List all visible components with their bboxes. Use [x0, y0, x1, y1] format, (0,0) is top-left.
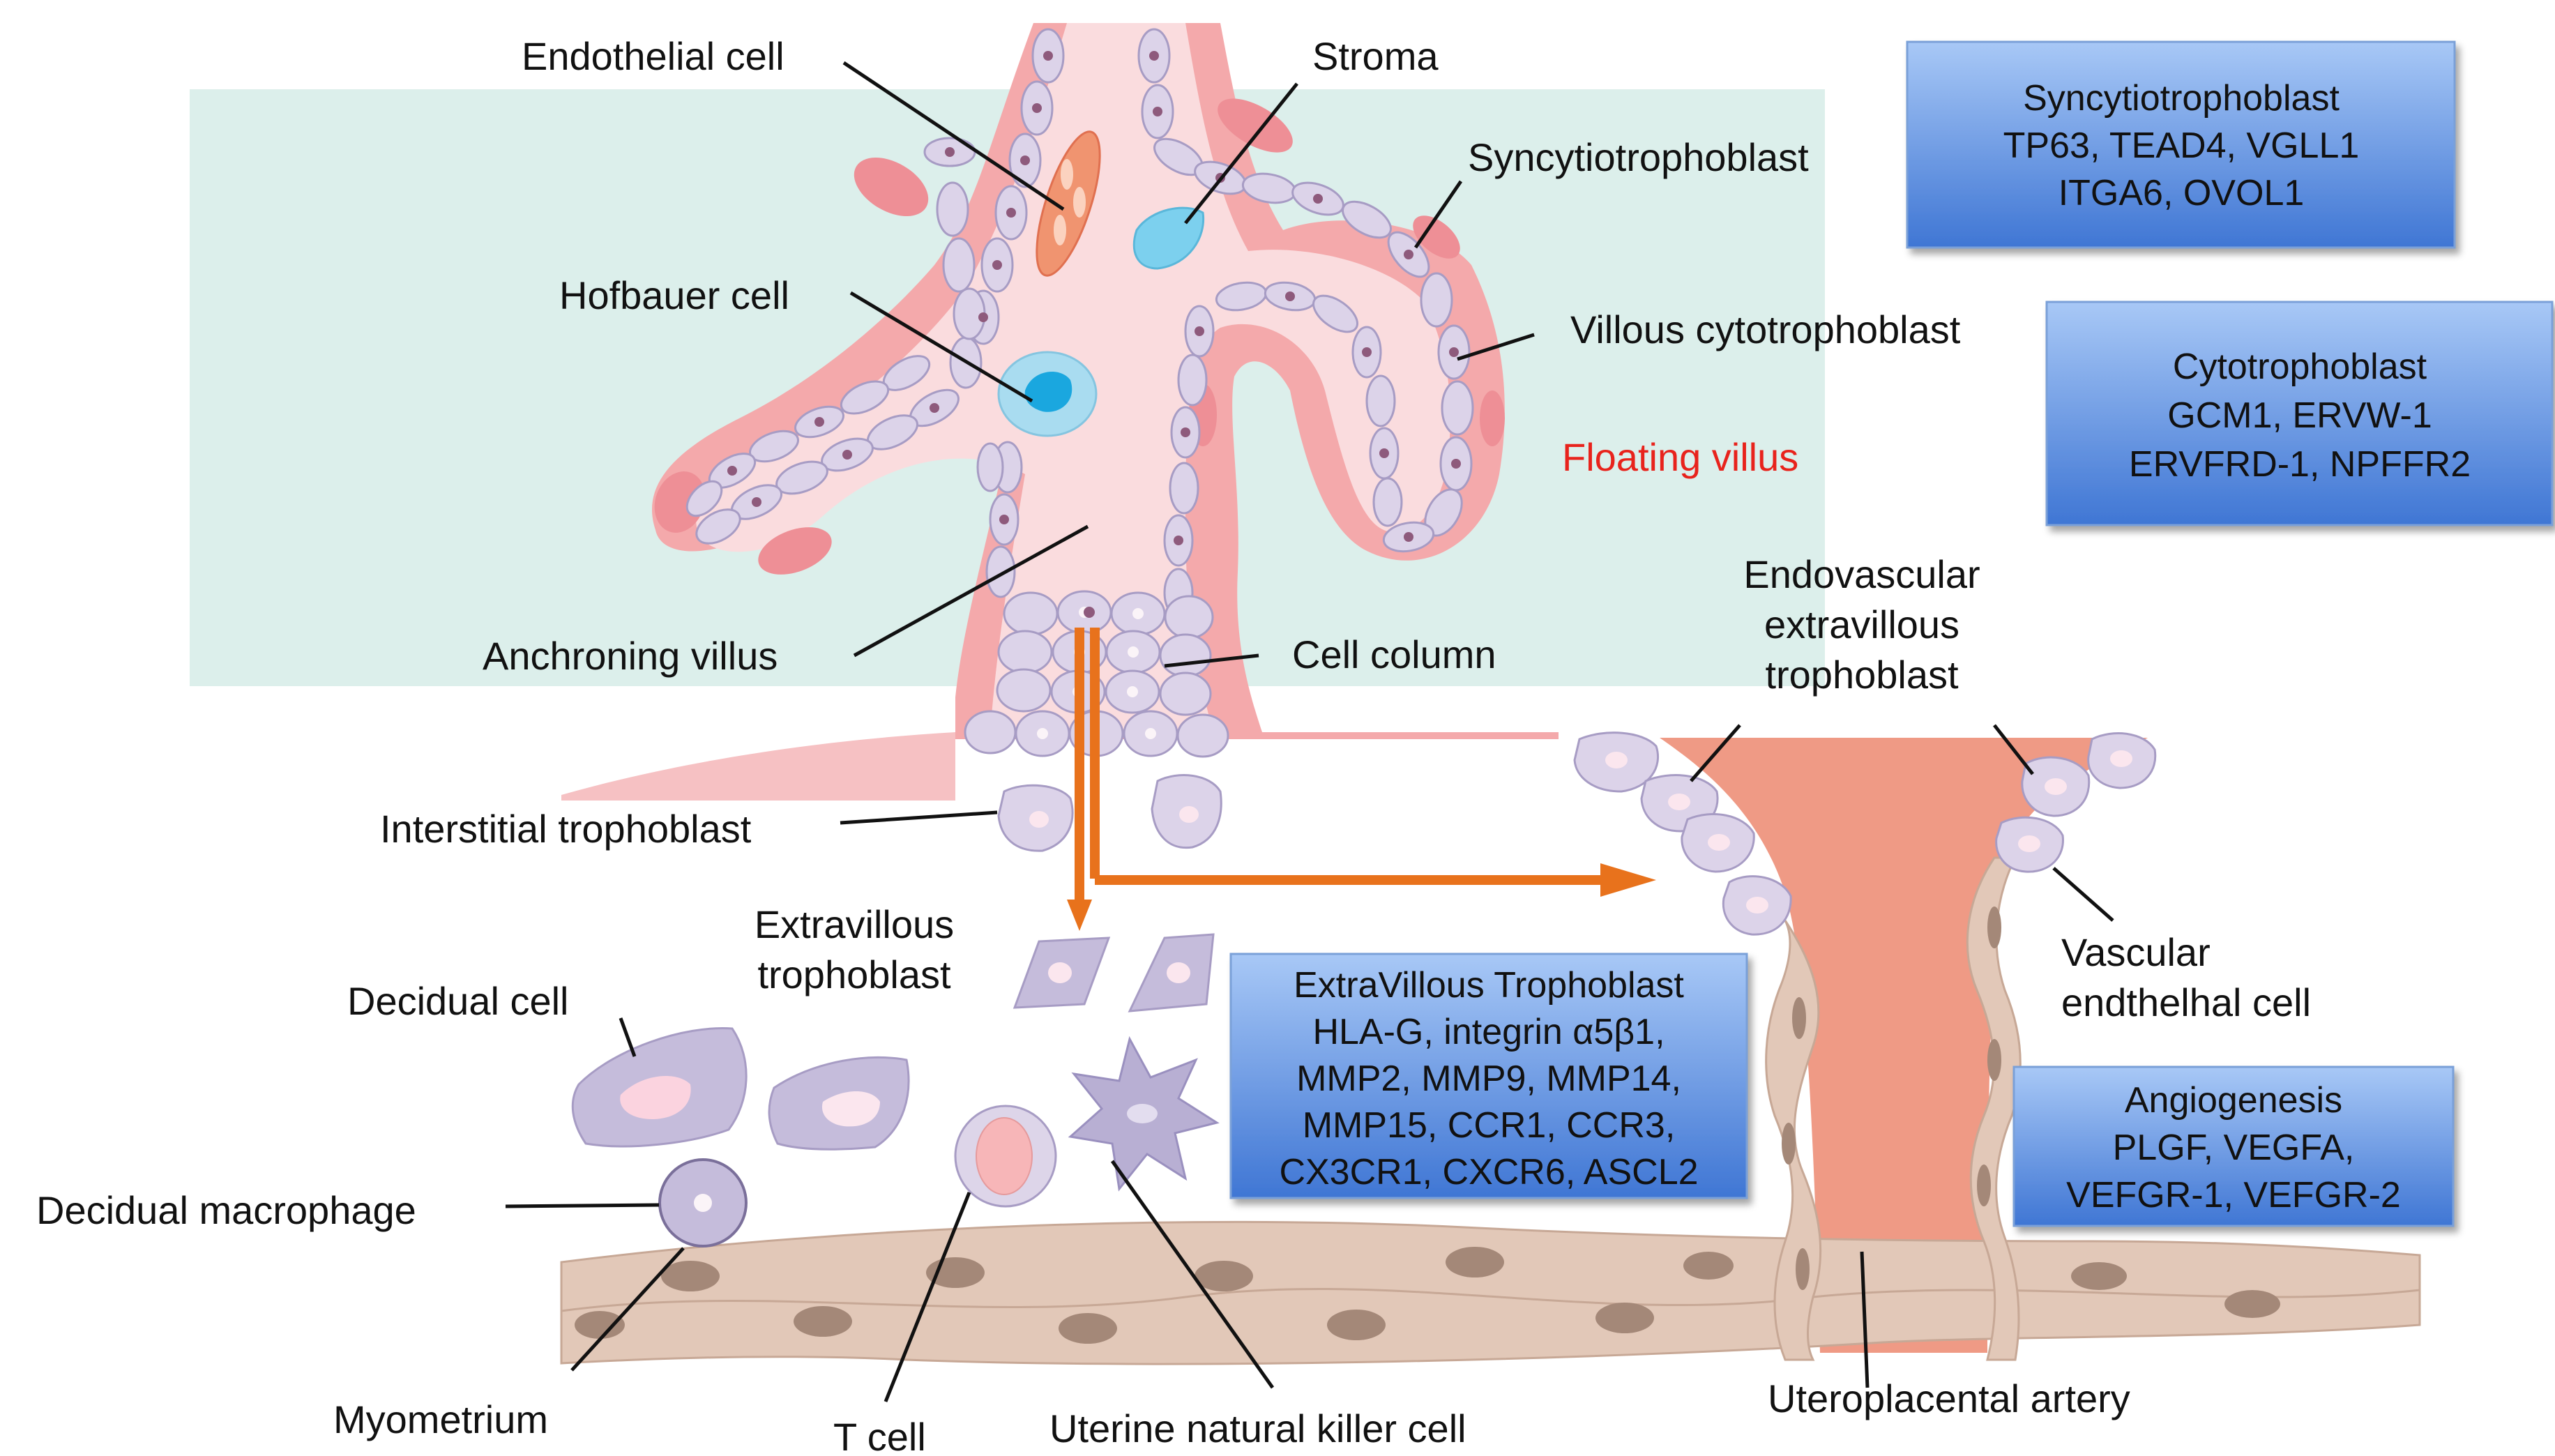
label-endovascular-1: Endovascular — [1743, 552, 1980, 596]
box-evt-line: HLA-G, integrin α5β1, — [1312, 1012, 1665, 1052]
label-interstitial-trophoblast: Interstitial trophoblast — [380, 807, 752, 851]
box-evt-line: MMP15, CCR1, CCR3, — [1303, 1105, 1676, 1146]
uteroplacental-artery — [1660, 738, 2148, 1353]
arrow-head-right — [1600, 863, 1656, 897]
labels: Endothelial cell Stroma Syncytiotrophobl… — [36, 34, 2311, 1456]
box-syncytio-line: TP63, TEAD4, VGLL1 — [2003, 126, 2360, 166]
uterine-nk-cell — [1068, 1036, 1220, 1192]
label-t-cell: T cell — [833, 1415, 926, 1456]
decidual-macrophage — [658, 1158, 748, 1248]
marker-box-angiogenesis: Angiogenesis PLGF, VEGFA, VEFGR-1, VEFGR… — [2012, 1066, 2455, 1227]
label-decidual-cell: Decidual cell — [347, 979, 569, 1023]
label-endovascular-2: extravillous — [1764, 602, 1959, 646]
column-nucleus — [1084, 607, 1095, 618]
label-hofbauer-cell: Hofbauer cell — [559, 273, 789, 317]
label-stroma: Stroma — [1312, 34, 1439, 78]
myometrium — [560, 1220, 2421, 1365]
hofbauer-cell — [997, 351, 1098, 437]
label-extravillous-2: trophoblast — [757, 953, 951, 996]
box-evt-line: CX3CR1, CXCR6, ASCL2 — [1279, 1152, 1698, 1192]
label-uteroplacental-artery: Uteroplacental artery — [1768, 1377, 2130, 1420]
villous-nuclei — [727, 51, 1461, 545]
t-cell — [954, 1105, 1057, 1208]
endothelial-cell — [1036, 130, 1101, 277]
box-syncytio-line: Syncytiotrophoblast — [2023, 78, 2340, 119]
label-cell-column: Cell column — [1292, 632, 1496, 676]
label-villous-cytotrophoblast: Villous cytotrophoblast — [1570, 308, 1961, 351]
box-angio-line: PLGF, VEGFA, — [2113, 1128, 2355, 1168]
box-evt-line: ExtraVillous Trophoblast — [1294, 965, 1684, 1006]
marker-box-syncytiotrophoblast: Syncytiotrophoblast TP63, TEAD4, VGLL1 I… — [1906, 40, 2456, 249]
box-cyto-line: Cytotrophoblast — [2173, 347, 2427, 387]
label-myometrium: Myometrium — [333, 1397, 548, 1441]
box-syncytio-line: ITGA6, OVOL1 — [2059, 173, 2305, 213]
label-syncytiotrophoblast: Syncytiotrophoblast — [1468, 135, 1809, 179]
label-vascular-2: endthelhal cell — [2061, 980, 2311, 1024]
decidual-cells — [571, 1027, 910, 1151]
migration-arrows — [1075, 628, 1604, 900]
endovascular-nuclei — [1605, 750, 2132, 913]
decidua-band — [561, 732, 955, 801]
extravillous-trophoblast-cells — [1013, 933, 1215, 1013]
label-floating-villus: Floating villus — [1562, 435, 1798, 479]
label-vascular-1: Vascular — [2061, 930, 2211, 974]
box-angio-line: Angiogenesis — [2125, 1080, 2342, 1121]
interstitial-trophoblast-cells — [997, 774, 1222, 852]
box-angio-line: VEFGR-1, VEFGR-2 — [2066, 1175, 2401, 1215]
label-endovascular-3: trophoblast — [1765, 653, 1959, 697]
leader-lines — [505, 61, 2114, 1402]
label-extravillous-1: Extravillous — [755, 902, 954, 946]
artery-wall-nuclei — [1782, 907, 2001, 1290]
label-uterine-nk-cell: Uterine natural killer cell — [1049, 1406, 1466, 1450]
label-anchroning-villus: Anchroning villus — [483, 634, 778, 678]
arrow-head-down — [1067, 900, 1092, 931]
box-evt-line: MMP2, MMP9, MMP14, — [1296, 1059, 1681, 1099]
label-endothelial-cell: Endothelial cell — [522, 34, 784, 78]
label-decidual-macrophage: Decidual macrophage — [36, 1188, 416, 1232]
box-cyto-line: GCM1, ERVW-1 — [2167, 395, 2432, 436]
marker-box-extravillous: ExtraVillous Trophoblast HLA-G, integrin… — [1229, 953, 1748, 1199]
box-cyto-line: ERVFRD-1, NPFFR2 — [2129, 444, 2471, 485]
marker-box-cytotrophoblast: Cytotrophoblast GCM1, ERVW-1 ERVFRD-1, N… — [2045, 301, 2554, 526]
